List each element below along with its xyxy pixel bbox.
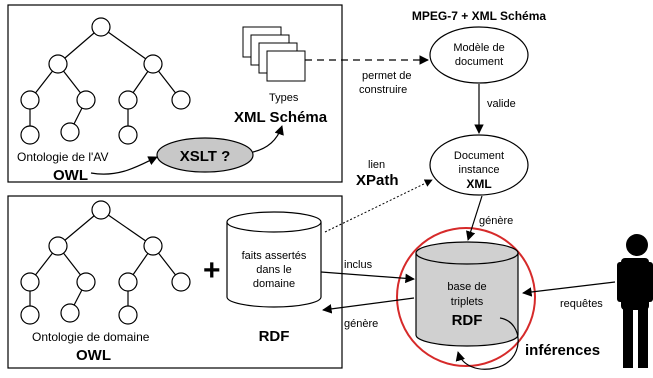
av-ontology-tree — [20, 17, 191, 145]
person-icon — [617, 234, 653, 368]
av-ontology-lang: OWL — [53, 167, 88, 184]
mpeg7-header: MPEG-7 + XML Schéma — [412, 9, 546, 23]
tree-node — [118, 125, 138, 145]
bottom-panel — [7, 195, 343, 369]
facts-text-line3: domaine — [253, 278, 295, 290]
store-line1: base de — [447, 281, 486, 293]
rdf-label: RDF — [259, 328, 290, 345]
genere-top-label: génère — [479, 215, 513, 227]
permet-label-line1: permet de — [362, 70, 412, 82]
facts-database-icon — [226, 211, 322, 308]
tree-node — [20, 90, 40, 110]
genere-bottom-arrow — [322, 297, 415, 314]
xslt-to-schema-arrow — [252, 125, 284, 153]
domain-ontology-lang: OWL — [76, 347, 111, 364]
requetes-arrow — [522, 281, 616, 297]
facts-text-line1: faits assertés — [242, 250, 307, 262]
inclus-label: inclus — [344, 259, 373, 271]
instance-document-node — [429, 134, 529, 196]
domain-ontology-caption: Ontologie de domaine — [32, 330, 150, 344]
tree-node — [143, 236, 163, 256]
valide-label: valide — [487, 98, 516, 110]
triple-store-highlight — [396, 227, 536, 367]
xpath-label: XPath — [356, 172, 399, 189]
tree-node — [118, 272, 138, 292]
store-line2: triplets — [451, 296, 484, 308]
instance-node-line1: Document — [454, 150, 504, 162]
store-line3: RDF — [452, 312, 483, 329]
tree-node — [60, 122, 80, 142]
plus-sign: + — [203, 254, 221, 287]
tree-node — [20, 305, 40, 325]
tree-node — [76, 90, 96, 110]
xslt-ellipse — [156, 137, 254, 173]
tree-node — [20, 125, 40, 145]
domain-ontology-tree — [20, 200, 191, 325]
inferences-label: inférences — [525, 342, 600, 359]
xslt-label: XSLT ? — [180, 148, 231, 165]
tree-node — [60, 303, 80, 323]
genere-bottom-label: génère — [344, 318, 378, 330]
tree-node — [91, 200, 111, 220]
tree-node — [48, 236, 68, 256]
types-label: Types — [269, 92, 299, 104]
model-document-node — [429, 26, 529, 84]
tree-node — [118, 90, 138, 110]
tree-node — [91, 17, 111, 37]
permet-label-line2: construire — [359, 84, 407, 96]
owl-to-xslt-arrow — [90, 156, 158, 175]
inclus-arrow — [320, 271, 415, 284]
triple-store-icon — [415, 241, 519, 347]
instance-node-line2: instance — [459, 164, 500, 176]
tree-node — [48, 54, 68, 74]
model-node-line2: document — [455, 56, 503, 68]
tree-node — [171, 272, 191, 292]
instance-node-line3: XML — [466, 177, 491, 191]
tree-node — [76, 272, 96, 292]
top-panel — [7, 4, 343, 183]
tree-node — [143, 54, 163, 74]
inference-loop-arrow — [455, 317, 519, 370]
genere-top-arrow — [466, 195, 483, 241]
tree-node — [20, 272, 40, 292]
av-ontology-caption: Ontologie de l'AV — [17, 150, 108, 164]
facts-text-line2: dans le — [256, 264, 291, 276]
model-node-line1: Modèle de — [453, 42, 504, 54]
lien-label: lien — [368, 159, 385, 171]
tree-node — [171, 90, 191, 110]
requetes-label: requêtes — [560, 298, 603, 310]
xml-schema-label: XML Schéma — [234, 109, 328, 126]
schema-documents-icon — [242, 26, 306, 82]
tree-node — [118, 305, 138, 325]
